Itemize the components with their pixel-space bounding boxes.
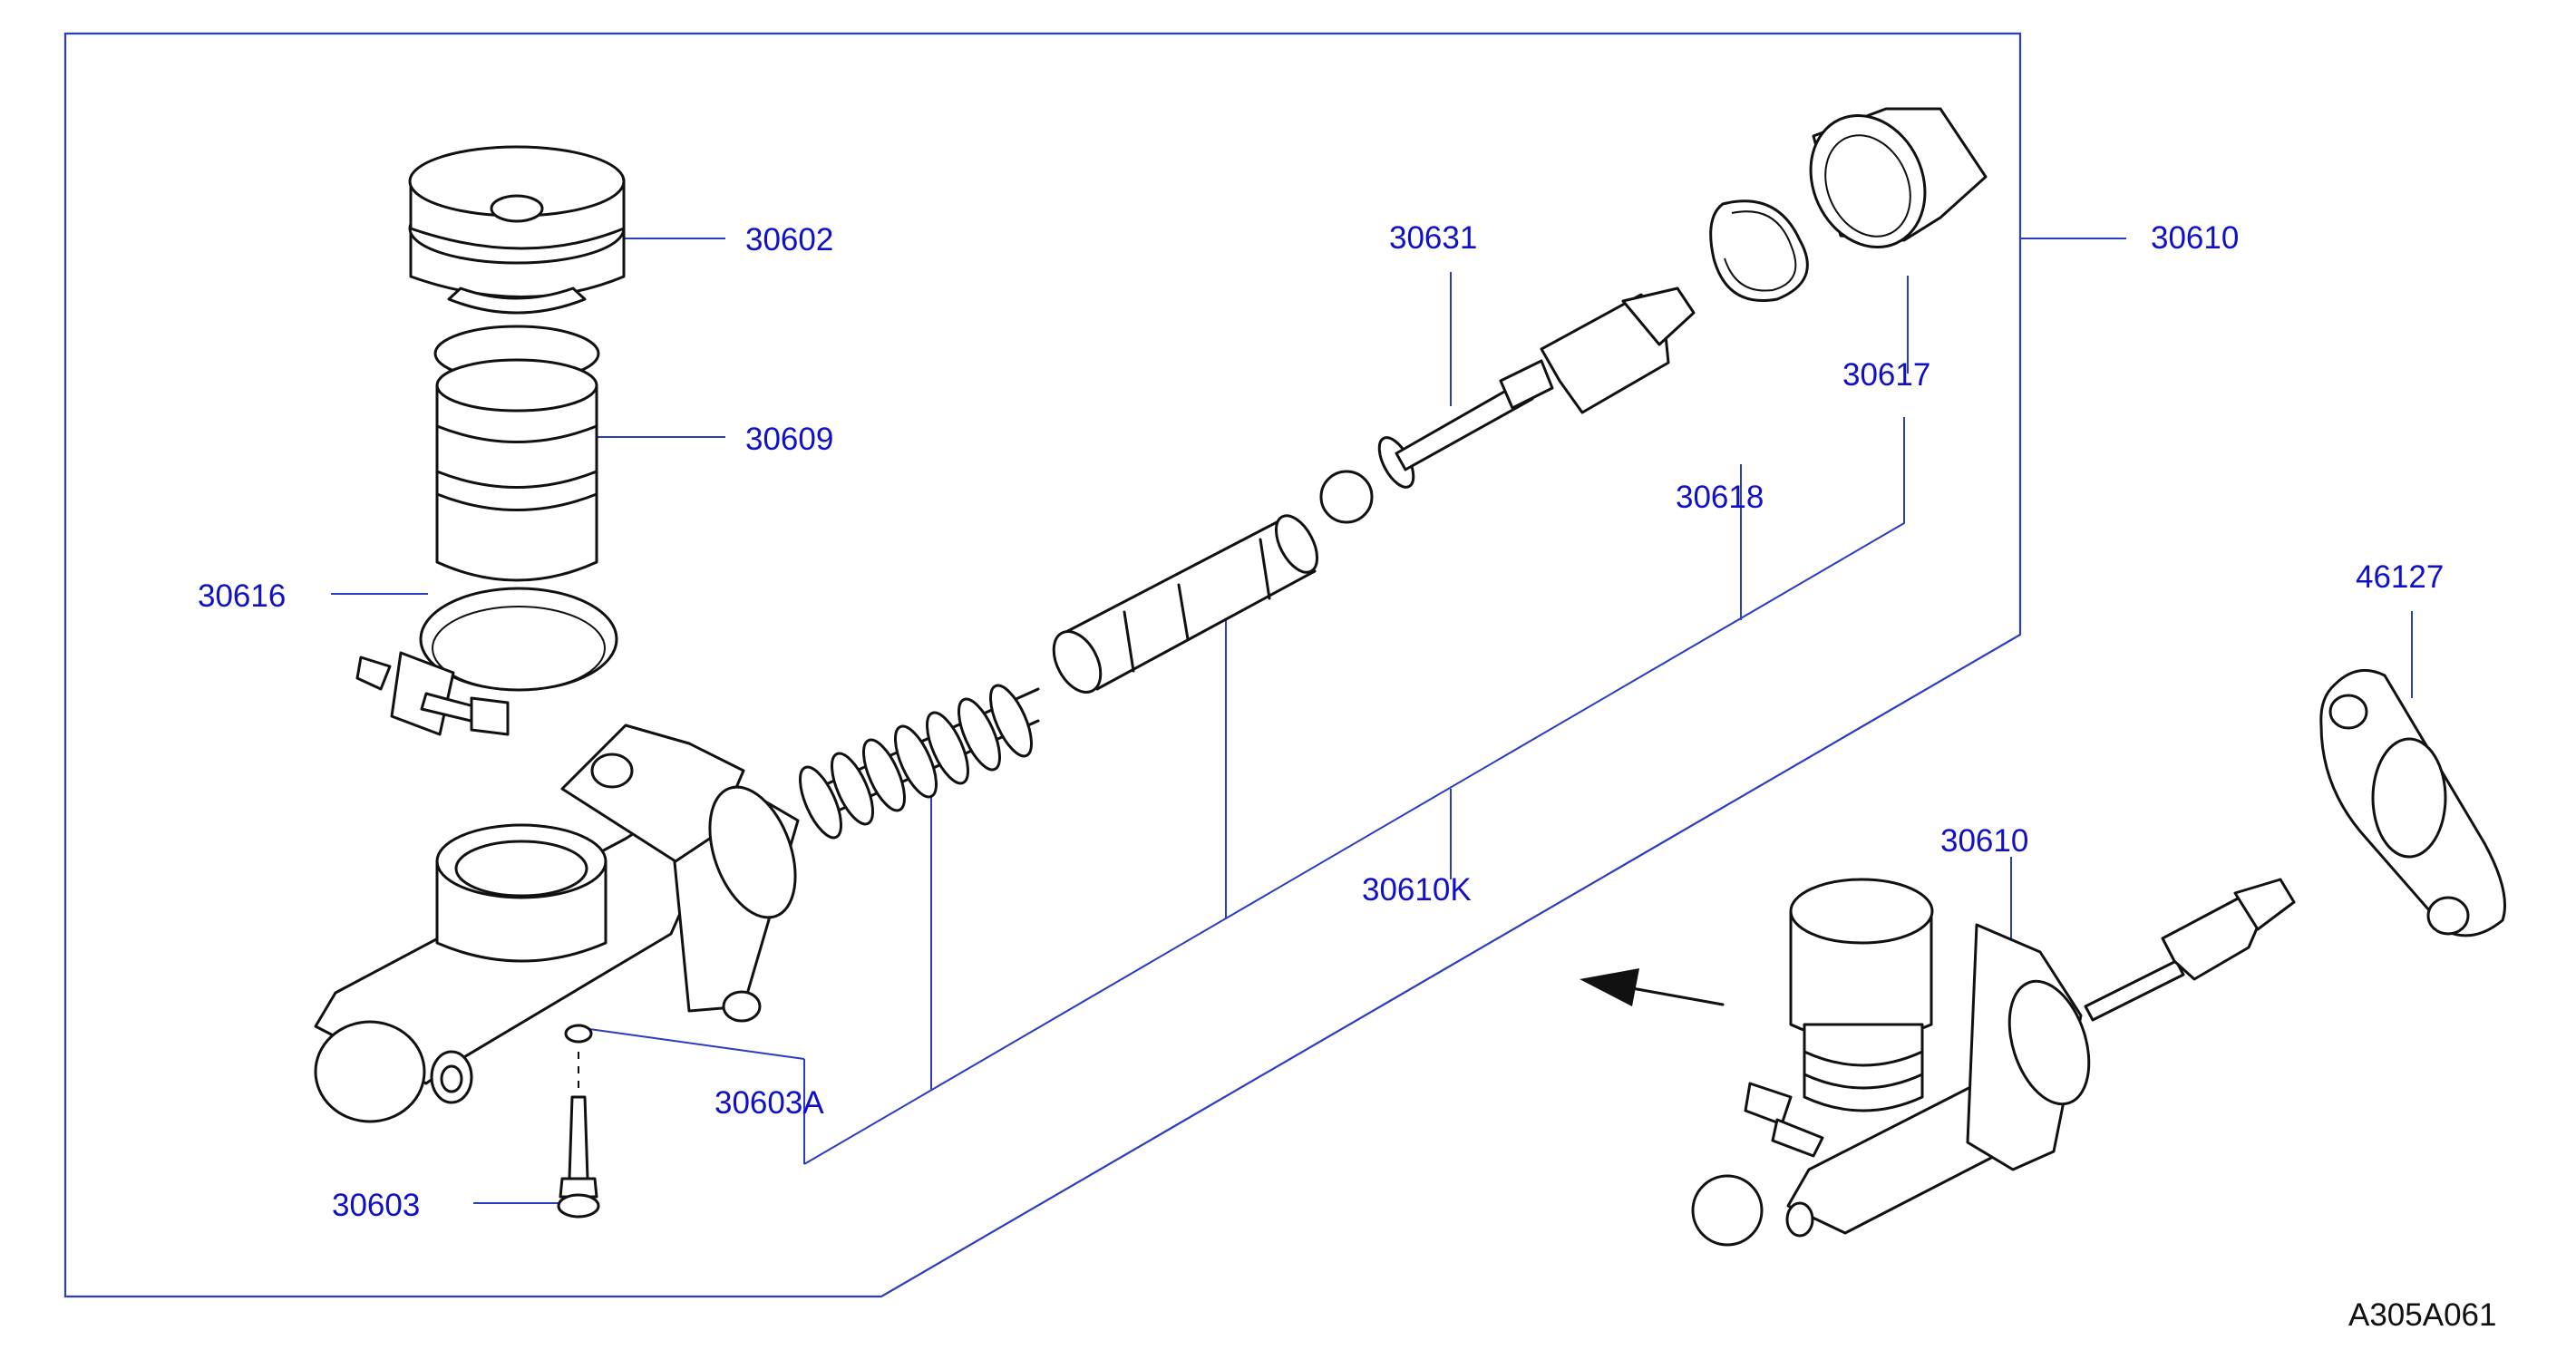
label-30610K: 30610K xyxy=(1362,872,1472,908)
mounting-gasket xyxy=(2319,668,2506,937)
assembled-master-cylinder xyxy=(1691,878,2296,1247)
push-rod xyxy=(1319,287,1696,524)
hose-clamp xyxy=(355,587,618,736)
snap-ring xyxy=(564,1024,593,1044)
label-30618: 30618 xyxy=(1676,480,1764,515)
bleeder-bolt xyxy=(557,1095,600,1219)
master-cylinder-body xyxy=(314,724,800,1123)
reservoir-cap xyxy=(408,145,626,315)
piston xyxy=(1052,514,1319,694)
label-30610-main: 30610 xyxy=(2151,220,2240,256)
label-30617: 30617 xyxy=(1842,357,1931,393)
retaining-ring xyxy=(1709,199,1809,302)
return-spring xyxy=(799,684,1040,840)
label-30631: 30631 xyxy=(1389,220,1478,256)
drawing-code: A305A061 xyxy=(2348,1297,2497,1333)
direction-arrow xyxy=(1580,968,1725,1006)
label-30602: 30602 xyxy=(745,222,834,257)
label-30603: 30603 xyxy=(332,1188,421,1223)
kit-bracket xyxy=(803,417,1905,1165)
label-30603A: 30603A xyxy=(714,1085,824,1121)
label-30616: 30616 xyxy=(198,578,287,614)
dust-boot xyxy=(1809,107,1988,249)
reservoir-tank xyxy=(433,325,600,582)
label-30610-assembly: 30610 xyxy=(1940,823,2029,859)
label-30609: 30609 xyxy=(745,422,834,457)
assembly-frame xyxy=(63,32,2022,1298)
label-46127: 46127 xyxy=(2356,559,2445,595)
